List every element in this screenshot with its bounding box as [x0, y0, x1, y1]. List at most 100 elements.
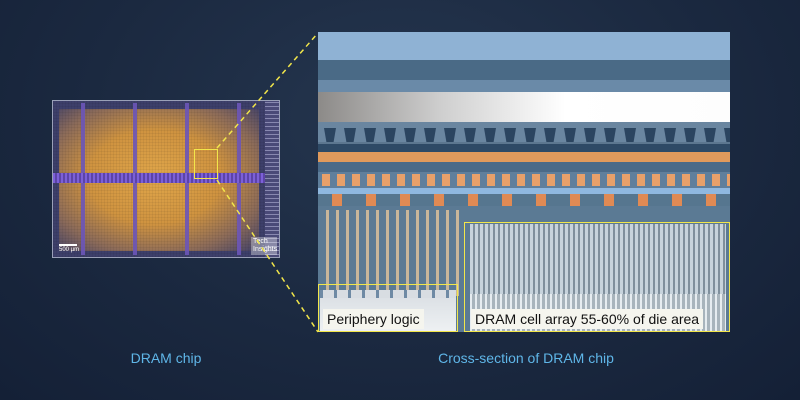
cross-section-feature — [337, 174, 345, 186]
cross-section-feature — [464, 128, 476, 142]
watermark-text: Tech — [253, 238, 268, 245]
cross-section-feature — [366, 194, 376, 206]
cross-section-feature — [404, 128, 416, 142]
cross-section-feature — [336, 210, 339, 296]
cross-section-feature — [434, 194, 444, 206]
layer-copper-1 — [318, 152, 730, 162]
cross-section-feature — [604, 128, 616, 142]
capacitor-array — [470, 224, 726, 294]
cross-section-feature — [366, 210, 369, 296]
cross-section-feature — [727, 174, 730, 186]
die-scale-bar: 500 µm — [59, 244, 79, 253]
cross-section-feature — [562, 174, 570, 186]
cross-section-feature — [504, 128, 516, 142]
cross-section-feature — [697, 174, 705, 186]
cross-section-feature — [682, 174, 690, 186]
cross-section-feature — [532, 174, 540, 186]
cross-section-feature — [684, 128, 696, 142]
cross-section-feature — [356, 210, 359, 296]
cross-section-feature — [456, 210, 459, 296]
cross-section-feature — [382, 174, 390, 186]
cross-section-feature — [704, 128, 716, 142]
periphery-logic-label: Periphery logic — [323, 309, 424, 329]
cross-section-feature — [484, 128, 496, 142]
cross-section-feature — [386, 210, 389, 296]
cross-section-feature — [416, 210, 419, 296]
cross-section-feature — [502, 174, 510, 186]
cross-section-feature — [444, 128, 456, 142]
cross-section-feature — [326, 210, 329, 296]
contact-plugs — [318, 206, 730, 296]
cross-section-feature — [524, 128, 536, 142]
cross-section-feature — [638, 194, 648, 206]
cross-section-feature — [536, 194, 546, 206]
cross-section-feature — [487, 174, 495, 186]
cross-section-feature — [346, 210, 349, 296]
layer-etch-stop — [318, 188, 730, 194]
cross-section-feature — [468, 194, 478, 206]
cross-section-feature — [442, 174, 450, 186]
cross-section-feature — [517, 174, 525, 186]
cross-section-feature — [384, 128, 396, 142]
cross-section-feature — [544, 128, 556, 142]
cross-section-feature — [607, 174, 615, 186]
cross-section-feature — [446, 210, 449, 296]
layer-dielectric-3 — [318, 162, 730, 172]
layer-passivation — [318, 32, 730, 60]
cross-section-feature — [412, 174, 420, 186]
periphery-logic-box: Periphery logic — [318, 284, 458, 332]
cross-section-feature — [457, 174, 465, 186]
cross-section-feature — [344, 128, 356, 142]
cross-section-feature — [667, 174, 675, 186]
cross-section-feature — [324, 128, 336, 142]
cross-section-feature — [724, 128, 730, 142]
cross-section-feature — [406, 210, 409, 296]
cross-section-feature — [376, 210, 379, 296]
cross-section-feature — [367, 174, 375, 186]
die-selection-box — [194, 149, 218, 179]
cross-section-feature — [644, 128, 656, 142]
via-row-2 — [318, 172, 730, 188]
cross-section-image: Periphery logic DRAM cell array 55-60% o… — [318, 32, 730, 332]
cross-section-feature — [364, 128, 376, 142]
cross-section-feature — [436, 210, 439, 296]
cross-section-feature — [664, 128, 676, 142]
cross-section-feature — [502, 194, 512, 206]
caption-dram-chip: DRAM chip — [130, 350, 202, 366]
cross-section-feature — [332, 194, 342, 206]
cross-section-feature — [637, 174, 645, 186]
layer-dielectric — [318, 80, 730, 92]
layer-dark-band — [318, 144, 730, 152]
cross-section-feature — [427, 174, 435, 186]
cross-section-feature — [424, 128, 436, 142]
cross-section-feature — [322, 174, 330, 186]
cross-section-feature — [400, 194, 410, 206]
cross-section-feature — [352, 174, 360, 186]
cross-section-feature — [712, 174, 720, 186]
layer-top-metal — [318, 92, 730, 122]
cross-section-feature — [577, 174, 585, 186]
cross-section-feature — [624, 128, 636, 142]
die-edge-pads — [265, 101, 279, 257]
cross-section-feature — [584, 128, 596, 142]
cross-section-feature — [604, 194, 614, 206]
scale-label: 500 µm — [59, 247, 80, 253]
cross-section-feature — [706, 194, 716, 206]
cross-section-feature — [547, 174, 555, 186]
cross-section-feature — [397, 174, 405, 186]
cross-section-feature — [622, 174, 630, 186]
cross-section-feature — [396, 210, 399, 296]
layer-dielectric-top — [318, 60, 730, 80]
cell-array-label: DRAM cell array 55-60% of die area — [471, 309, 704, 329]
via-row-1 — [318, 128, 730, 142]
cross-section-feature — [472, 174, 480, 186]
via-row-3 — [318, 194, 730, 206]
cross-section-feature — [592, 174, 600, 186]
periphery-gates — [320, 290, 456, 298]
cross-section-feature — [570, 194, 580, 206]
dram-die-photo: 500 µm Tech Insights — [52, 100, 280, 258]
caption-cross-section: Cross-section of DRAM chip — [438, 350, 614, 366]
cross-section-feature — [564, 128, 576, 142]
cross-section-feature — [426, 210, 429, 296]
